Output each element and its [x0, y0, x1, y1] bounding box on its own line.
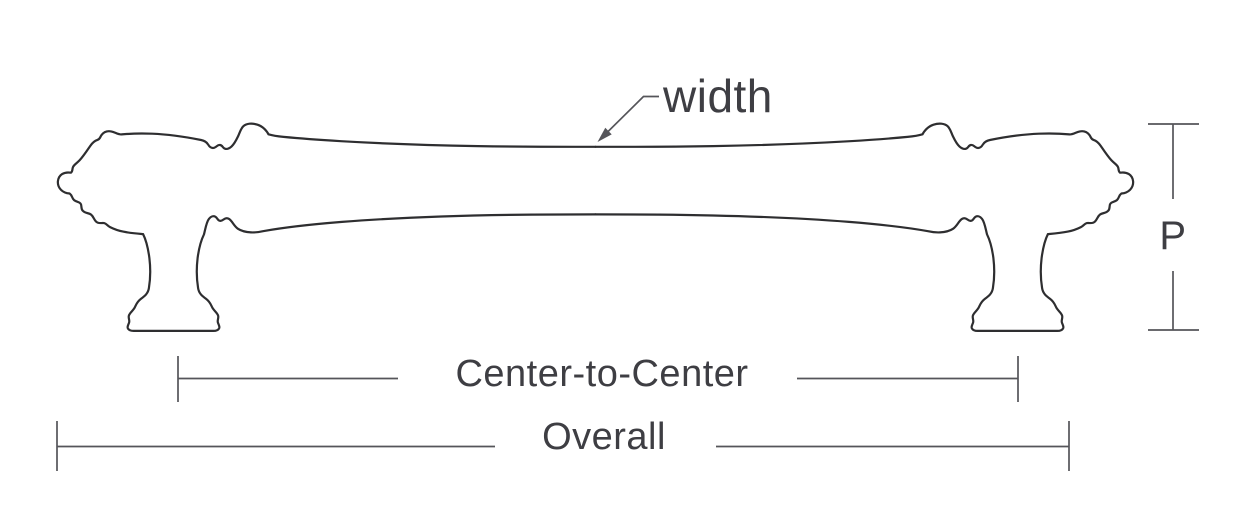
- handle-outline: [56, 122, 1135, 332]
- width-label: width: [662, 70, 773, 122]
- projection-label: P: [1159, 214, 1186, 258]
- overall-label: Overall: [542, 416, 666, 458]
- width-leader-arrowhead: [597, 127, 612, 142]
- handle-right-half: [594, 122, 1135, 332]
- dimension-labels: width P Center-to-Center Overall: [455, 70, 1186, 458]
- dimension-lines: [56, 95, 1199, 471]
- center-to-center-dimension-line: [177, 356, 1019, 402]
- width-leader-line: [600, 95, 659, 140]
- overall-dimension-line: [56, 421, 1070, 471]
- projection-dimension-line: [1148, 123, 1199, 331]
- center-to-center-label: Center-to-Center: [455, 353, 748, 395]
- handle-left-half: [56, 122, 597, 332]
